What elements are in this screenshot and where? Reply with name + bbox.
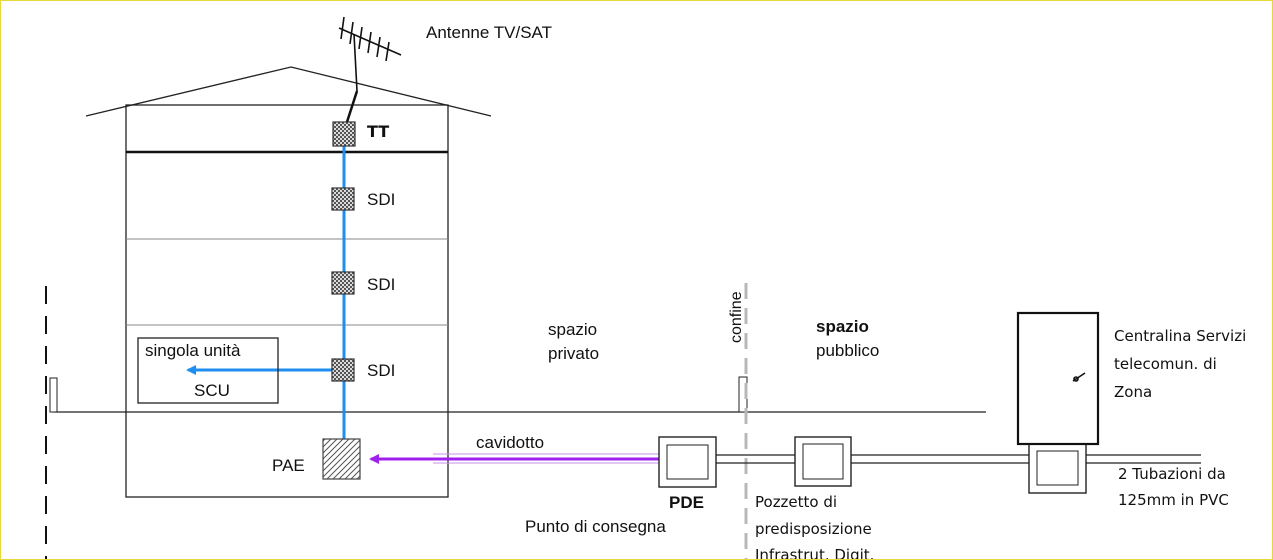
pipes-label-2: 125mm in PVC (1118, 491, 1229, 509)
cavidotto-label: cavidotto (476, 433, 545, 452)
cabinet-label-2: telecomun. di (1114, 355, 1217, 373)
private-space-label-2: privato (548, 344, 600, 363)
single-unit-box (137, 337, 279, 404)
manhole-box (794, 436, 852, 487)
tt-label: TT (367, 122, 390, 141)
sdi-box-1 (331, 187, 355, 211)
cavidotto-line (369, 453, 663, 464)
antenna-icon (338, 16, 402, 92)
delivery-point-label: Punto di consegna (525, 517, 666, 536)
pde-box (658, 436, 717, 488)
sdi-label-3: SDI (367, 361, 396, 380)
sdi-box-3 (331, 358, 355, 382)
handle-icon (1072, 372, 1086, 382)
cabinet-base-box (1028, 443, 1087, 494)
scu-label: SCU (194, 381, 230, 400)
pae-label: PAE (272, 456, 305, 475)
tt-box (332, 121, 356, 147)
sdi-label-1: SDI (367, 190, 396, 209)
border-label: confine (728, 291, 745, 343)
house-body (125, 104, 449, 498)
pae-box (322, 438, 361, 480)
public-space-label-2: pubblico (816, 341, 880, 360)
private-space-label-1: spazio (548, 320, 598, 339)
manhole-label-2: predisposizione (755, 520, 872, 538)
cabinet-label-3: Zona (1114, 383, 1153, 401)
manhole-label-1: Pozzetto di (755, 493, 838, 511)
conduit-pipe (715, 454, 1201, 464)
single-unit-label: singola unità (145, 341, 241, 360)
antenna-label: Antenne TV/SAT (426, 23, 552, 42)
pde-label: PDE (669, 493, 704, 512)
left-post (49, 377, 58, 413)
antenna-cable (345, 90, 359, 123)
pipes-label-1: 2 Tubazioni da (1118, 465, 1226, 483)
cabinet (1016, 311, 1100, 446)
public-space-label-1: spazio (816, 317, 869, 336)
house-roof (85, 66, 492, 117)
manhole-label-3: Infrastrut. Digit. (755, 546, 875, 560)
sdi-box-2 (331, 271, 355, 295)
cabinet-label-1: Centralina Servizi (1114, 327, 1247, 345)
sdi-label-2: SDI (367, 275, 396, 294)
